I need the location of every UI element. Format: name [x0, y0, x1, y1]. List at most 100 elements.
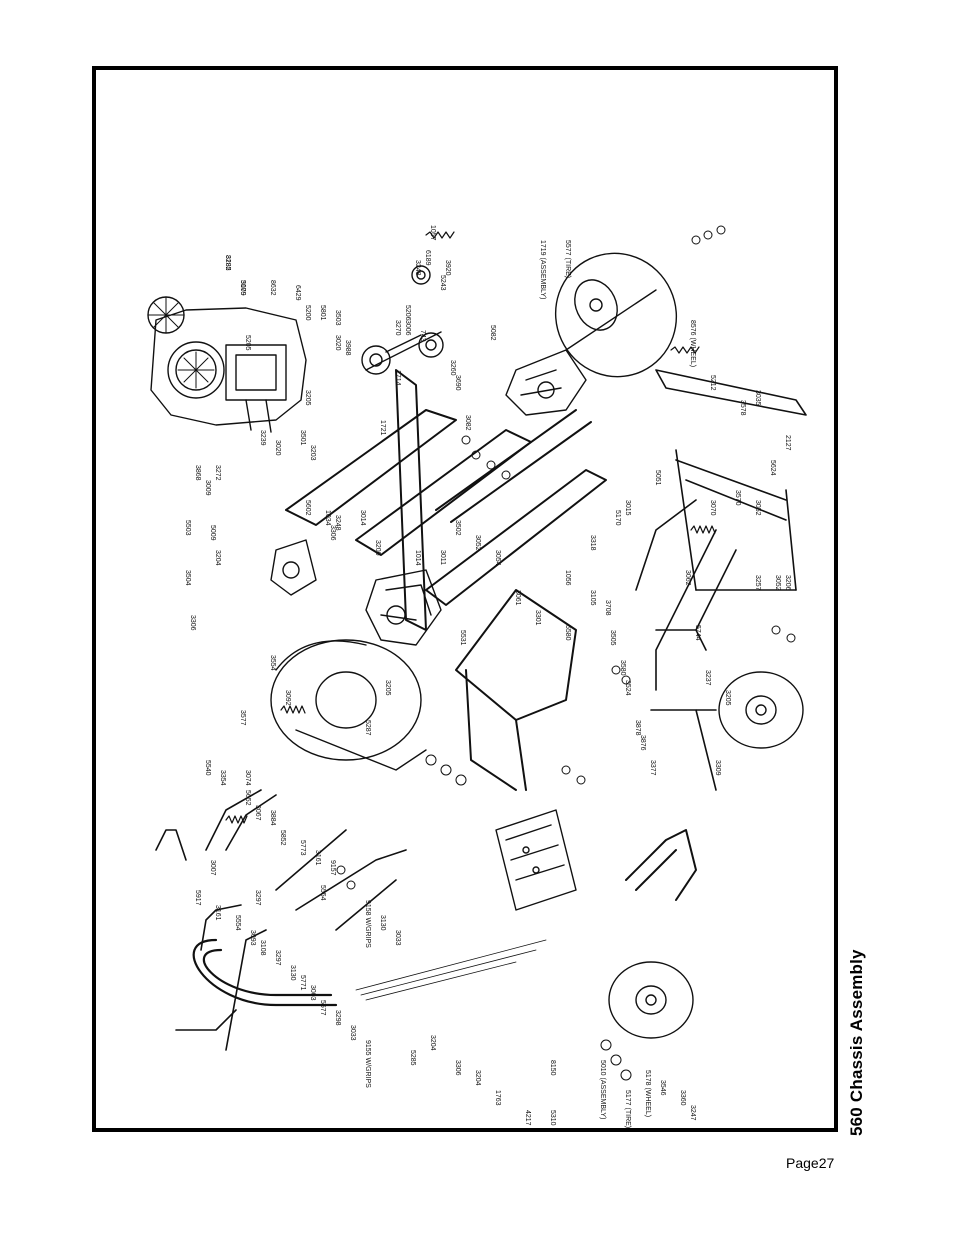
sketch-strokes	[355, 939, 547, 1001]
part-label: 3054	[494, 550, 501, 566]
transaxle-drawing	[505, 349, 587, 416]
part-label: 3920	[444, 260, 451, 276]
part-label: 3108	[259, 940, 266, 956]
part-label: 5212	[709, 375, 716, 391]
part-label: 3301	[534, 610, 541, 626]
lower-pipe	[625, 829, 697, 901]
part-label: 1763	[494, 1090, 501, 1106]
part-label: 3524	[624, 680, 631, 696]
part-label: 3074	[244, 770, 251, 786]
part-label: 3360	[679, 1090, 686, 1106]
part-label: 1714	[394, 370, 401, 386]
part-label: 3020	[274, 440, 281, 456]
part-label: 3205	[304, 390, 311, 406]
left-levers	[155, 789, 407, 1051]
rear-tire-right	[554, 252, 678, 378]
part-label: 5917	[194, 890, 201, 906]
part-label: 3257	[754, 575, 761, 591]
part-label: 3007	[209, 860, 216, 876]
part-label: 5287	[364, 720, 371, 736]
part-label: 3690	[454, 375, 461, 391]
part-label: 5243	[439, 275, 446, 291]
handlebar	[192, 938, 338, 1007]
part-label: 3988	[344, 340, 351, 356]
part-label: 3070	[709, 500, 716, 516]
part-label: 3092	[284, 690, 291, 706]
part-label: 5554	[234, 915, 241, 931]
part-label: 5577	[319, 1000, 326, 1016]
page-number-value: 27	[818, 1155, 835, 1171]
rear-wheel-left	[270, 639, 427, 771]
battery-box	[495, 809, 577, 911]
part-label: 3354	[219, 770, 226, 786]
part-label: 3204	[429, 1035, 436, 1051]
part-label: 3200	[374, 540, 381, 556]
part-label: 3130	[379, 915, 386, 931]
part-label: 3239	[259, 430, 266, 446]
part-label: 3161	[214, 905, 221, 921]
part-label: 6429	[294, 285, 301, 301]
part-label: 5503	[184, 520, 191, 536]
part-label: 3009	[239, 280, 246, 296]
hardware	[336, 225, 796, 1081]
part-label: 5771	[299, 975, 306, 991]
part-label: 3033	[394, 930, 401, 946]
part-label: 3006	[404, 320, 411, 336]
part-label: 3272	[214, 465, 221, 481]
part-label: 3205	[384, 680, 391, 696]
page-label: Page	[786, 1155, 819, 1171]
part-label: 3062	[684, 570, 691, 586]
main-frame-rails	[285, 369, 607, 791]
part-label: 3503	[334, 310, 341, 326]
part-label: 3260	[449, 360, 456, 376]
part-label: 9155 W/GRIPS	[364, 1040, 371, 1088]
part-label: 5624	[769, 460, 776, 476]
part-label: 3035	[754, 390, 761, 406]
part-label: 4217	[524, 1110, 531, 1126]
part-label: 3580	[619, 660, 626, 676]
part-label: 3161	[314, 850, 321, 866]
part-label: 8632	[269, 280, 276, 296]
part-label: 3318	[589, 535, 596, 551]
part-label: 5177 (TIRE)	[624, 1090, 631, 1128]
part-label: 3205	[724, 690, 731, 706]
front-wheel-bottom	[608, 961, 694, 1039]
part-label: 5010 (ASSEMBLY)	[599, 1060, 606, 1119]
part-label: 3248	[334, 515, 341, 531]
part-label: 3020	[334, 335, 341, 351]
part-label: 3708	[604, 600, 611, 616]
part-label: 5179	[239, 280, 246, 296]
part-label: 3011	[439, 550, 446, 565]
part-label: 3052	[754, 500, 761, 516]
part-label: 743	[419, 330, 426, 342]
part-label: 3014	[359, 510, 366, 526]
part-label: 3285	[224, 255, 231, 271]
part-label: 3546	[659, 1080, 666, 1096]
front-axle-steering	[635, 369, 807, 791]
part-label: 3878	[634, 720, 641, 736]
engine-drawing	[147, 296, 307, 433]
part-label: 3248	[414, 260, 421, 276]
part-label: 5009	[209, 525, 216, 541]
part-label: 3009	[204, 480, 211, 496]
part-label: 1034	[324, 510, 331, 526]
part-label: 5531	[459, 630, 466, 646]
part-label: 3297	[254, 890, 261, 906]
part-label: 3377	[649, 760, 656, 776]
part-label: 3203	[309, 445, 316, 461]
part-label: 3578	[739, 400, 746, 416]
part-label: 3868	[194, 465, 201, 481]
part-label: 3033	[349, 1025, 356, 1041]
part-label: 3884	[269, 810, 276, 826]
part-label: 3298	[334, 1010, 341, 1026]
part-label: 1056	[564, 570, 571, 586]
part-label: 5652	[244, 790, 251, 806]
part-label: 6189	[424, 250, 431, 266]
part-label: 3093	[249, 930, 256, 946]
part-label: 5577 (TIRE)	[564, 240, 571, 278]
part-label: 5206	[404, 305, 411, 321]
part-label: 5773	[299, 840, 306, 856]
part-label: 3577	[239, 710, 246, 726]
